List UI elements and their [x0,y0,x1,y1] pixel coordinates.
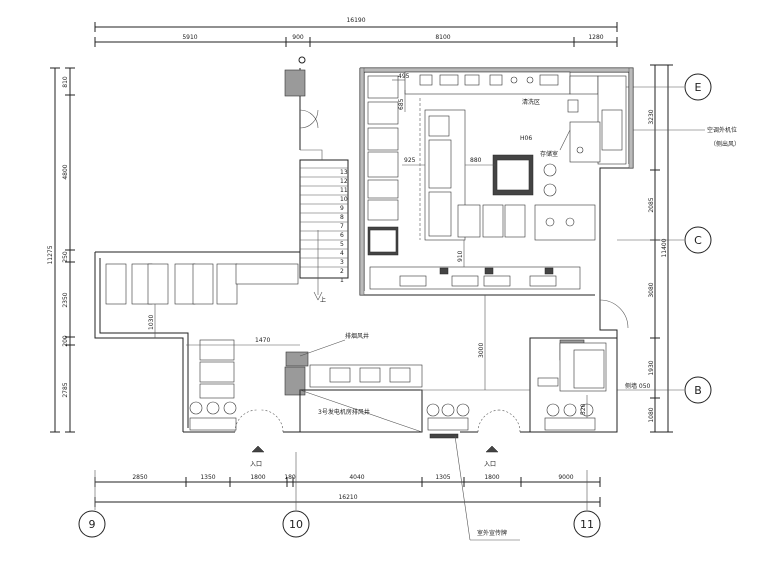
svg-text:910: 910 [457,250,464,262]
interior-dimensions: 495 685 925 880 910 1030 1470 3000 520 [148,73,588,418]
dim-right-5: 1080 [648,407,655,422]
svg-text:10: 10 [340,196,348,203]
entry-left-label: 入口 [250,461,262,468]
svg-text:3: 3 [340,259,344,266]
dim-left-3: 250 [62,251,69,263]
svg-text:13: 13 [340,169,348,176]
stair-up-label: 上 [320,296,326,304]
hood-label: H06 [520,135,532,142]
column-note-label: 侧墙 050 [625,382,651,390]
marker-circle [298,56,306,64]
ac-unit-label: 空调外机位 [707,126,737,134]
dim-bottom-6: 1305 [435,474,450,481]
dim-top-2: 900 [292,34,304,41]
right-dimensions: 3230 2085 3080 1930 1080 11400 [648,64,673,433]
svg-text:4: 4 [340,250,344,257]
svg-text:8: 8 [340,214,344,221]
svg-text:925: 925 [404,157,416,164]
dim-top-1: 5910 [182,34,197,41]
svg-text:7: 7 [340,223,344,230]
svg-text:2: 2 [340,268,344,275]
column-top [284,69,306,97]
exhaust-shaft-label: 排烟风井 [345,332,369,340]
center-area: 排烟风井 3号发电机房排风井 [285,332,470,439]
svg-text:12: 12 [340,178,348,185]
dim-left-overall: 11275 [47,245,54,264]
grid-bubbles-bottom: 9 10 11 [78,452,601,538]
bubble-b: B [694,384,702,397]
dim-left-5: 200 [62,335,69,347]
svg-text:520: 520 [580,403,587,415]
dim-right-1: 3230 [648,109,655,124]
dim-left-1: 810 [62,76,69,88]
bubble-11: 11 [580,518,594,531]
dim-bottom-5: 4040 [349,474,364,481]
entrances: 入口 入口 [234,409,521,468]
storage-label: 存储室 [540,150,558,158]
dim-bottom-7: 1800 [484,474,499,481]
dim-bottom-8: 9000 [558,474,573,481]
dim-right-2: 2085 [648,197,655,212]
dim-top-4: 1280 [588,34,603,41]
right-room [529,299,629,433]
bubble-e: E [695,81,702,94]
dim-bottom-4: 180 [284,474,296,481]
dim-right-3: 3080 [648,282,655,297]
grid-bubbles-right: E C B [617,73,712,404]
kitchen-equipment [367,71,627,290]
dim-bottom-2: 1350 [200,474,215,481]
dim-right-overall: 11400 [661,238,668,257]
svg-text:9: 9 [340,205,344,212]
walls [94,67,634,433]
dim-left-6: 2785 [62,382,69,397]
cleaning-area-label: 清洗区 [522,98,540,106]
entry-right-label: 入口 [484,461,496,468]
svg-text:685: 685 [398,98,405,110]
bottom-dimensions: 2850 1350 1800 180 4040 1305 1800 9000 1… [94,474,601,507]
svg-text:495: 495 [398,73,410,80]
bubble-10: 10 [289,518,303,531]
svg-text:1: 1 [340,277,344,284]
dim-bottom-overall: 16210 [338,494,357,501]
top-dimensions: 16190 5910 900 8100 1280 [94,17,618,47]
svg-text:11: 11 [340,187,348,194]
svg-text:1030: 1030 [148,315,155,330]
left-dimensions: 11275 810 4800 250 2350 200 2785 [47,67,75,433]
dim-left-2: 4800 [62,164,69,179]
dim-bottom-3: 1800 [250,474,265,481]
outdoor-sign-label: 室外宣传牌 [477,529,507,537]
bubble-9: 9 [89,518,96,531]
dim-left-4: 2350 [62,292,69,307]
staircase: 上 13 12 11 10 9 8 7 6 5 4 3 2 1 [299,109,349,304]
ac-note-label: （侧出风） [710,140,740,148]
dining-left [105,263,299,431]
svg-text:3000: 3000 [478,343,485,358]
dim-bottom-1: 2850 [132,474,147,481]
room-labels: 清洗区 H06 存储室 空调外机位 （侧出风） 侧墙 050 室外宣传牌 [454,98,740,541]
dim-top-overall: 16190 [346,17,365,24]
svg-text:6: 6 [340,232,344,239]
dim-top-3: 8100 [435,34,450,41]
svg-text:1470: 1470 [255,337,270,344]
bubble-c: C [694,234,702,247]
fan-room-label: 3号发电机房排风井 [318,408,370,416]
dim-right-4: 1930 [648,360,655,375]
svg-text:880: 880 [470,157,482,164]
svg-text:5: 5 [340,241,344,248]
